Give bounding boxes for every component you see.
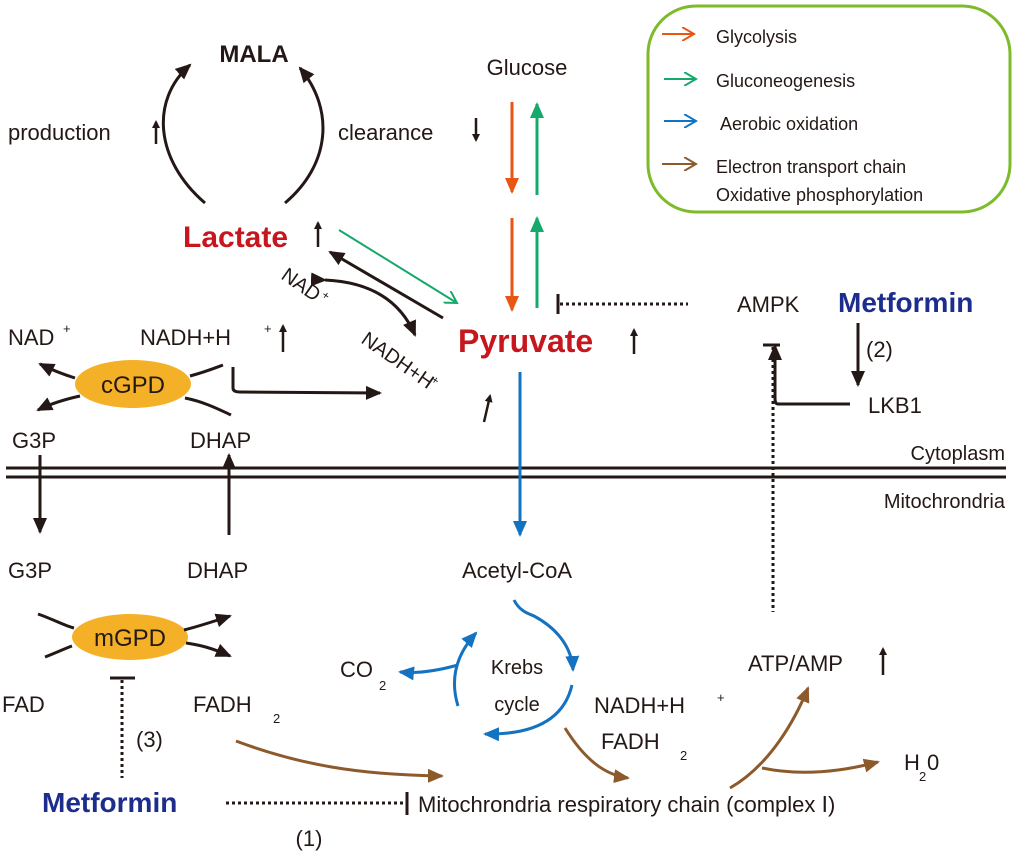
pyruvate-label: Pyruvate bbox=[458, 323, 593, 359]
h2o-label: H bbox=[904, 750, 920, 775]
cgpd-enzyme bbox=[75, 360, 191, 408]
co2-label: CO bbox=[340, 657, 373, 682]
mgpd-enzyme bbox=[72, 614, 188, 660]
g3p-cytoplasm-label: G3P bbox=[12, 428, 56, 453]
nadh-left-superscript: + bbox=[264, 321, 272, 336]
legend-frame bbox=[646, 4, 1012, 214]
pathway-3-label: (3) bbox=[136, 727, 163, 752]
production-arrow bbox=[161, 63, 206, 205]
nadh-diagonal-up-icon bbox=[482, 394, 493, 423]
mgpd-to-fadh2-arrow bbox=[185, 641, 232, 658]
h2o-subscript: 2 bbox=[919, 769, 926, 784]
atp-amp-label: ATP/AMP bbox=[748, 651, 843, 676]
nadh-shuttle-arrow bbox=[231, 367, 382, 400]
nadh-into-cgpd-line bbox=[189, 363, 224, 378]
clearance-arrow bbox=[284, 66, 325, 205]
legend-etc-label: Electron transport chain bbox=[716, 157, 906, 177]
h2o-label-tail: 0 bbox=[927, 750, 939, 775]
pathway-1-label: (1) bbox=[296, 826, 323, 851]
clearance-label: clearance bbox=[338, 120, 433, 145]
nad-plus-left-label: NAD bbox=[8, 325, 54, 350]
nadh-diagonal-label: NADH+H bbox=[357, 328, 437, 394]
cgpd-to-nad-arrow bbox=[38, 362, 76, 380]
co2-subscript: 2 bbox=[379, 678, 386, 693]
cgpd-to-g3p-arrow bbox=[36, 394, 81, 412]
krebs-bottom-arrow bbox=[483, 684, 574, 742]
g3p-mitochondria-label: G3P bbox=[8, 558, 52, 583]
nad-plus-left-superscript: + bbox=[63, 321, 71, 336]
dhap-cytoplasm-label: DHAP bbox=[190, 428, 251, 453]
fadh2-krebs-subscript: 2 bbox=[680, 748, 687, 763]
cytoplasm-label: Cytoplasm bbox=[911, 443, 1005, 465]
fadh2-subscript: 2 bbox=[273, 711, 280, 726]
dhap-into-cgpd-line bbox=[184, 396, 232, 417]
nadh-krebs-superscript: + bbox=[717, 690, 725, 705]
krebs-right-arrow bbox=[512, 599, 580, 672]
respchain-to-atp-arrow bbox=[729, 686, 810, 790]
krebs-to-co2-arrow bbox=[398, 663, 459, 681]
fadh2-label: FADH bbox=[193, 692, 252, 717]
nad-plus-diagonal-label: NAD bbox=[277, 264, 324, 306]
legend-oxphos-label: Oxidative phosphorylation bbox=[716, 185, 923, 205]
krebs-label-line2: cycle bbox=[494, 694, 540, 716]
ampk-label: AMPK bbox=[737, 292, 800, 317]
krebs-label-line1: Krebs bbox=[491, 657, 543, 679]
cgpd-label: cGPD bbox=[101, 372, 165, 399]
fad-into-mgpd-line bbox=[44, 644, 73, 659]
fadh2-krebs-label: FADH bbox=[601, 729, 660, 754]
legend-aerobic-label: Aerobic oxidation bbox=[720, 114, 858, 134]
metformin-top-label: Metformin bbox=[838, 287, 973, 318]
production-label: production bbox=[8, 120, 111, 145]
lkb1-label: LKB1 bbox=[868, 393, 922, 418]
legend-glycolysis-label: Glycolysis bbox=[716, 27, 797, 47]
lkb1-to-ampk-arrow bbox=[768, 344, 850, 406]
nad-nadh-exchange-arrow bbox=[310, 272, 417, 337]
respiratory-chain-label: Mitochrondria respiratory chain (complex… bbox=[418, 792, 835, 817]
fad-label: FAD bbox=[2, 692, 45, 717]
krebs-to-respchain-arrow bbox=[563, 727, 630, 784]
respchain-to-h2o-arrow bbox=[761, 758, 880, 774]
mgpd-label: mGPD bbox=[94, 625, 166, 652]
mgpd-to-dhap-arrow bbox=[183, 613, 232, 632]
glucose-label: Glucose bbox=[487, 55, 568, 80]
mala-label: MALA bbox=[219, 41, 288, 68]
nadh-krebs-label: NADH+H bbox=[594, 693, 685, 718]
metformin-bottom-label: Metformin bbox=[42, 787, 177, 818]
pathway-2-label: (2) bbox=[866, 337, 893, 362]
legend-gluconeogenesis-label: Gluconeogenesis bbox=[716, 71, 855, 91]
lactate-to-pyruvate-arrow bbox=[338, 229, 457, 303]
lactate-label: Lactate bbox=[183, 221, 288, 254]
dhap-mitochondria-label: DHAP bbox=[187, 558, 248, 583]
mitochondria-label: Mitochrondria bbox=[884, 491, 1006, 513]
nadh-left-label: NADH+H bbox=[140, 325, 231, 350]
fadh2-to-respchain-arrow bbox=[235, 739, 444, 783]
acetyl-coa-label: Acetyl-CoA bbox=[462, 558, 572, 583]
krebs-left-arrow bbox=[452, 631, 478, 707]
legend: Glycolysis Gluconeogenesis Aerobic oxida… bbox=[646, 4, 1012, 214]
g3p-into-mgpd-line bbox=[37, 612, 75, 630]
